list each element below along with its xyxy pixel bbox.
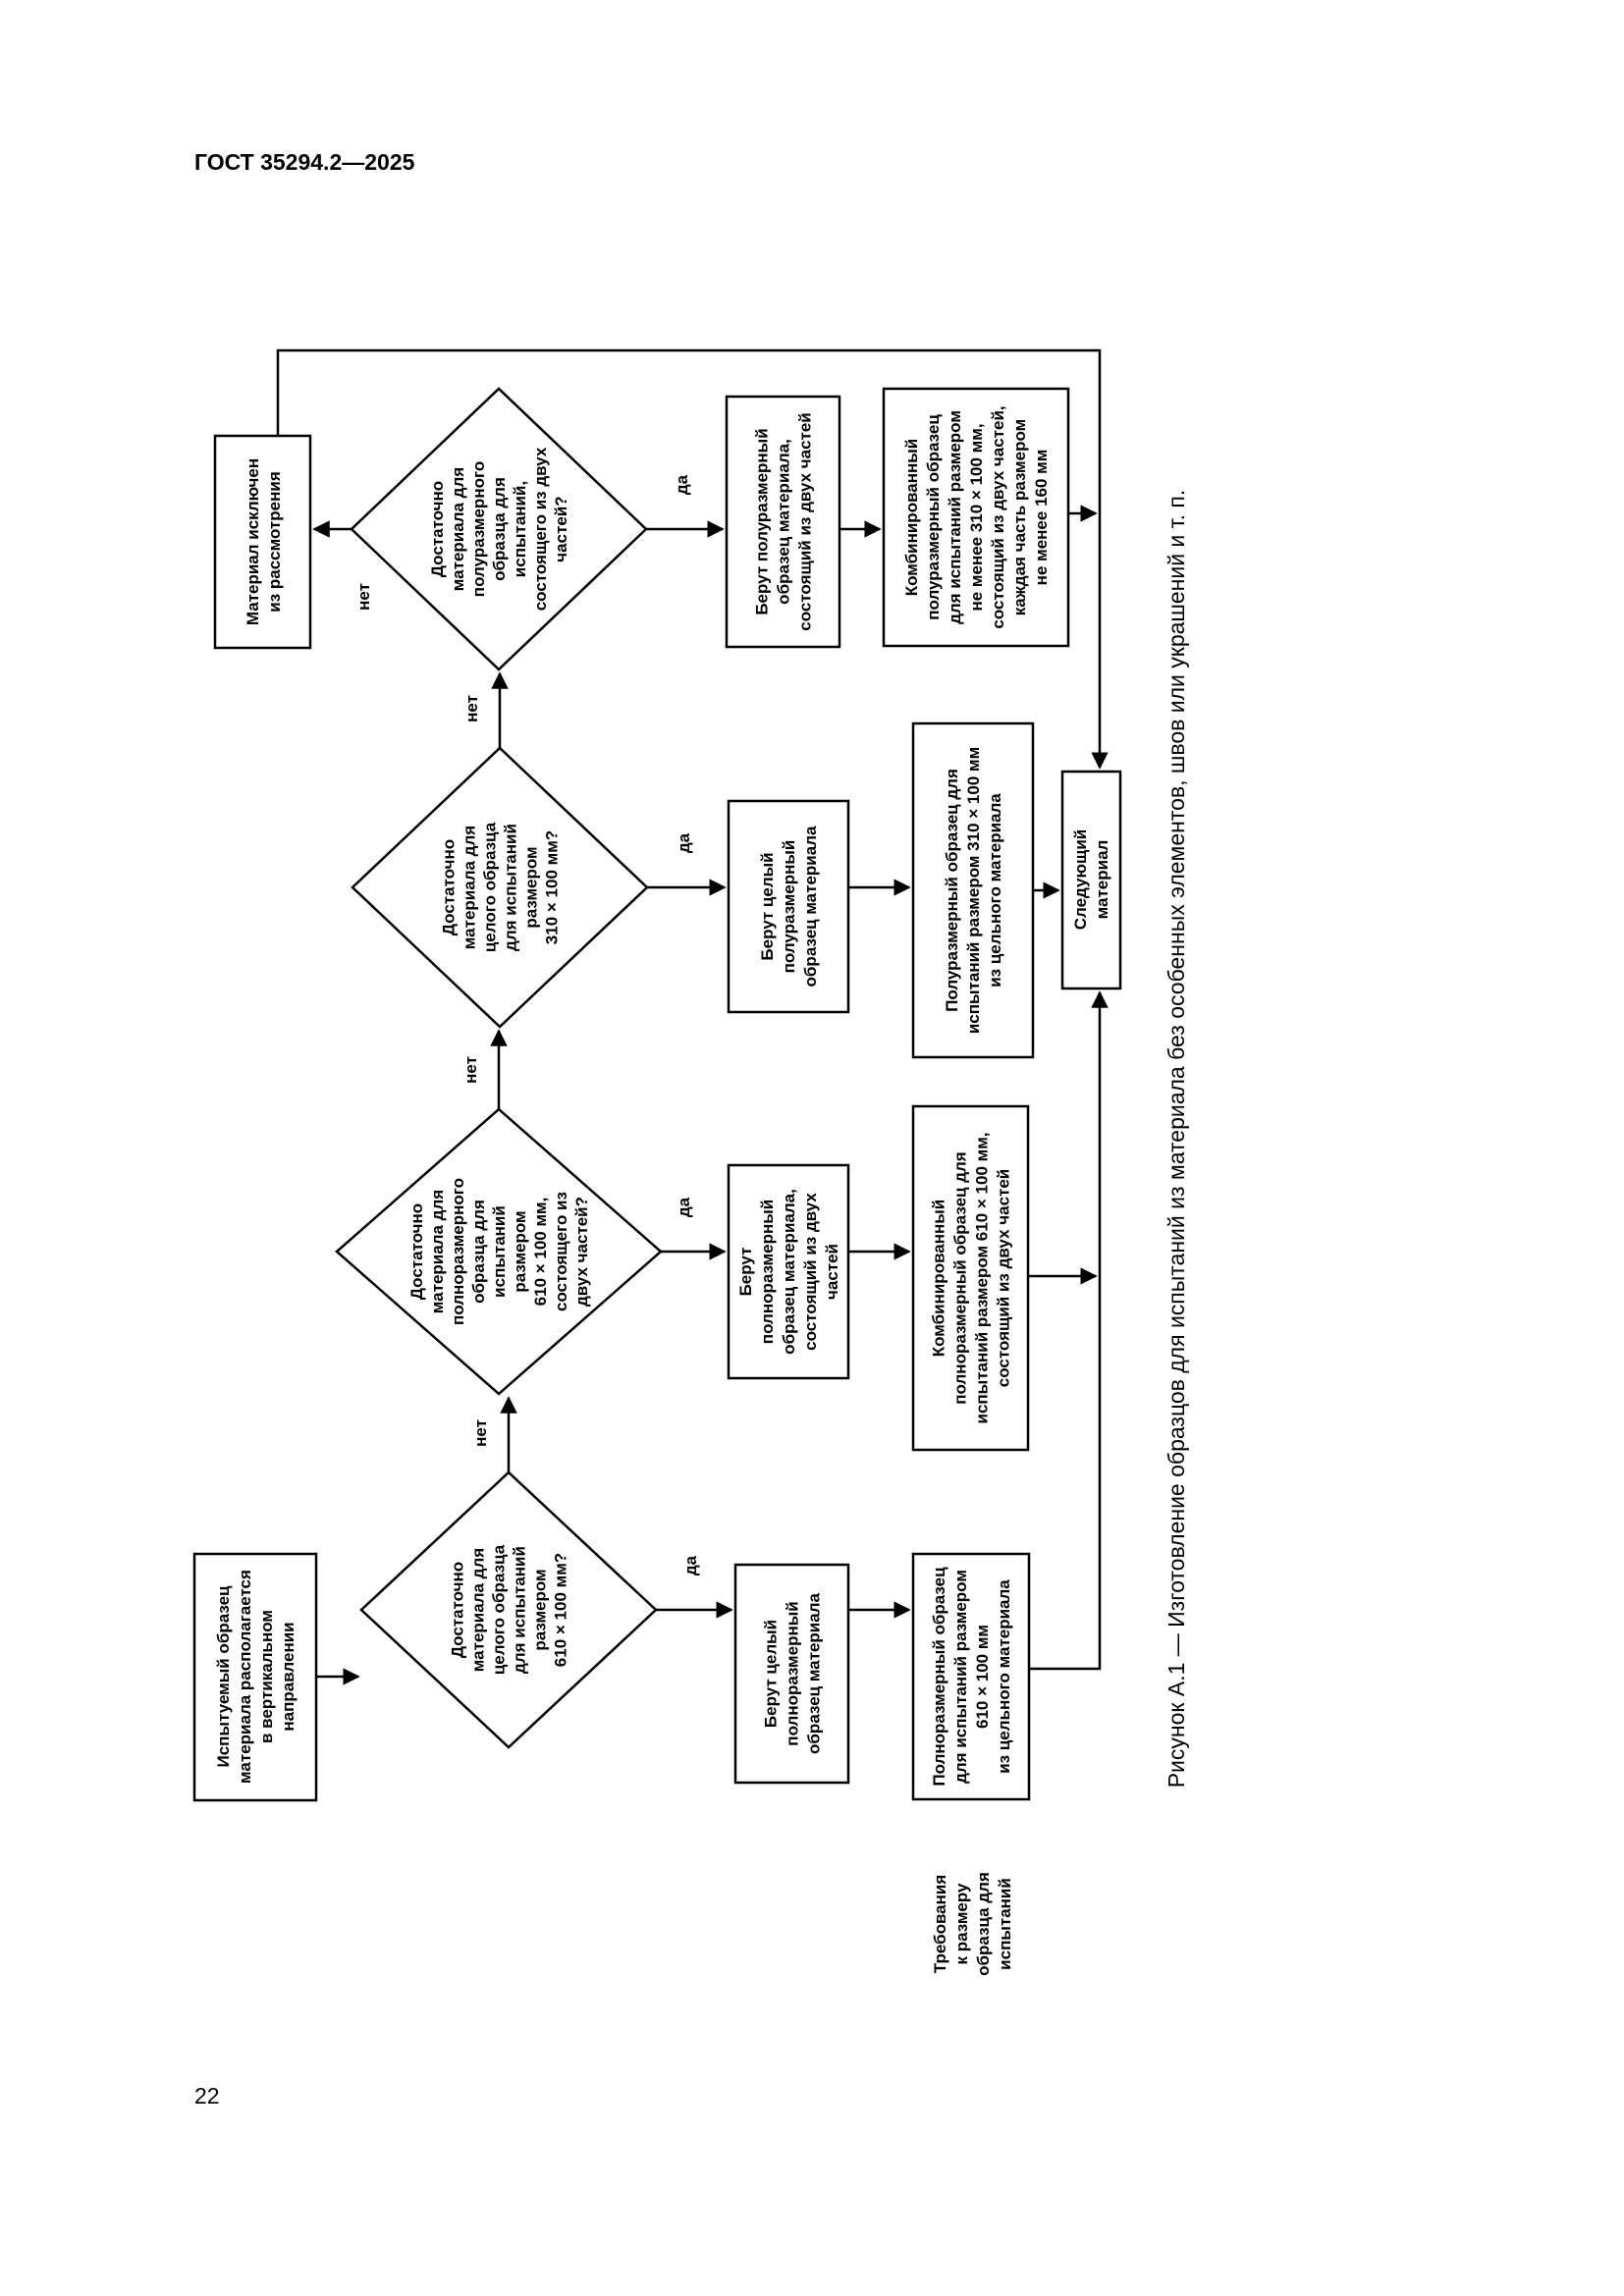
connector-arrow — [1029, 990, 1109, 1671]
document-header: ГОСТ 35294.2—2025 — [194, 149, 415, 175]
no-label: нет — [461, 1056, 480, 1084]
figure-caption: Рисунок А.1 — Изготовление образцов для … — [1164, 490, 1189, 1789]
result-box — [882, 387, 1070, 648]
action-box — [727, 1163, 850, 1380]
decision-diamond — [351, 746, 649, 1029]
result-box — [911, 1552, 1031, 1801]
action-box — [733, 1563, 850, 1785]
next-material-box — [1060, 770, 1122, 990]
decision-diamond — [359, 1470, 658, 1749]
no-label: нет — [462, 695, 481, 722]
connector-arrow — [276, 348, 1109, 770]
action-box — [727, 799, 850, 1014]
no-label: нет — [354, 583, 373, 611]
page-number: 22 — [194, 2083, 220, 2109]
yes-label: да — [675, 1197, 693, 1217]
excluded-box — [213, 434, 312, 650]
no-label: нет — [471, 1419, 490, 1447]
result-box — [911, 1104, 1030, 1452]
action-box — [725, 395, 841, 649]
yes-label: да — [673, 474, 691, 495]
yes-label: да — [675, 832, 693, 853]
yes-label: да — [681, 1555, 700, 1575]
result-box — [911, 721, 1035, 1059]
start-box — [192, 1552, 318, 1802]
